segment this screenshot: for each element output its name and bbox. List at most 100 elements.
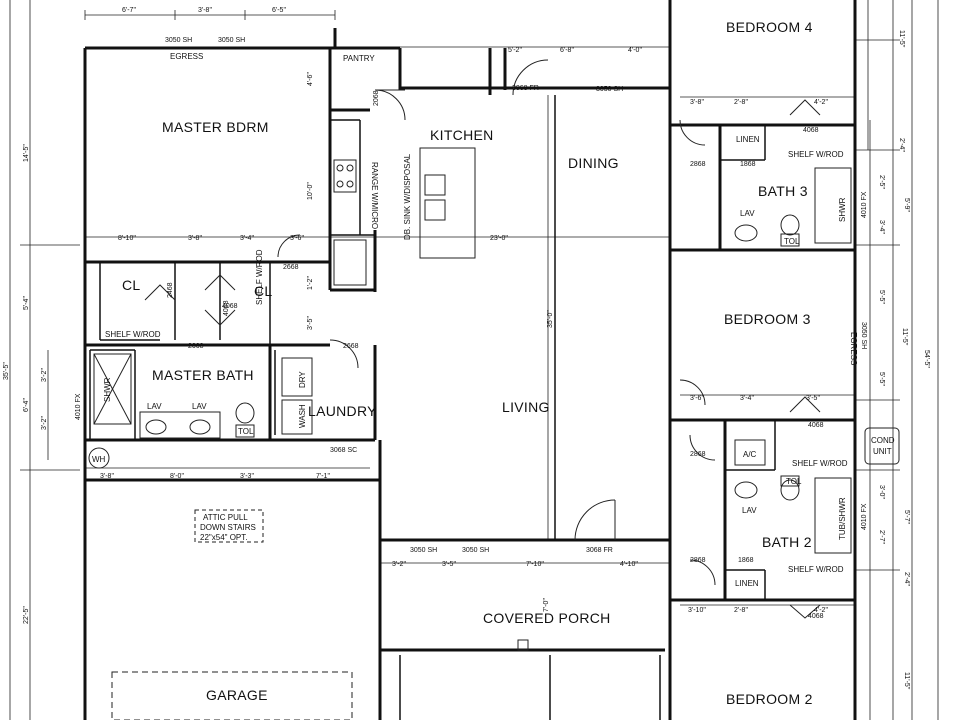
door-code: 3068 SC (330, 447, 357, 454)
room-master-bdrm: MASTER BDRM (162, 119, 269, 135)
window-code: 4010 FX (75, 393, 82, 420)
dimension: 3'-8" (690, 99, 704, 106)
dimension: 35'-0" (547, 310, 554, 328)
dryer-icon (281, 357, 313, 397)
dimension: 3'-8" (188, 235, 202, 242)
toilet-icon (235, 402, 255, 424)
label-cond: COND (871, 436, 895, 445)
room-labels: MASTER BDRM KITCHEN DINING LIVING MASTER… (122, 19, 813, 707)
label-dry: DRY (298, 371, 307, 388)
label-shelf-rod: SHELF W/ROD (255, 249, 264, 305)
window-code: 3050 SH (165, 37, 192, 44)
window-code: 3050 SH (218, 37, 245, 44)
closet-door-icon (144, 284, 176, 301)
door-code: 2668 (343, 343, 359, 350)
label-egress: EGRESS (849, 332, 858, 365)
dimension: 3'-0" (878, 485, 885, 499)
door-code: 1868 (738, 557, 754, 564)
kitchen-island (419, 147, 476, 259)
dimension: 10'-0" (307, 182, 314, 200)
label-shwr: SHWR (103, 377, 112, 402)
water-heater-icon (88, 447, 110, 469)
room-covered-porch: COVERED PORCH (483, 610, 611, 626)
dimension: 3'-2" (392, 561, 406, 568)
dimension: 11'-5" (901, 328, 908, 346)
dimension-lines (9, 0, 939, 720)
dimension: 8'-0" (170, 473, 184, 480)
label-egress: EGRESS (170, 52, 203, 61)
label-pantry: PANTRY (343, 54, 375, 63)
window-code: 3050 SH (860, 322, 867, 349)
label-unit: UNIT (873, 447, 892, 456)
label-lav: LAV (742, 506, 757, 515)
label-shwr: SHWR (838, 197, 847, 222)
doors (144, 59, 821, 619)
dimension: 14'-5" (23, 144, 30, 162)
dimension: 22'-5" (23, 606, 30, 624)
dimension: 6'-5" (272, 7, 286, 14)
walls (83, 0, 857, 720)
room-bedroom-2: BEDROOM 2 (726, 691, 813, 707)
dimension: 4'-0" (628, 47, 642, 54)
label-shelf-rod: SHELF W/ROD (792, 459, 848, 468)
window-code: 4010 FX (861, 191, 868, 218)
door-code: 2668 (188, 343, 204, 350)
dimension: 6'-8" (560, 47, 574, 54)
door-code: 4068 (222, 303, 238, 310)
bedroom3-closet-door-icon (789, 396, 821, 413)
dimension: 8'-10" (118, 235, 136, 242)
room-garage: GARAGE (206, 687, 268, 703)
dimension: 3'-10" (688, 607, 706, 614)
dimension: 3'-4" (740, 395, 754, 402)
dimension: 2'-8" (734, 99, 748, 106)
lav-icon (734, 481, 758, 499)
window-code: 3050 SH (462, 547, 489, 554)
fridge-icon (333, 239, 367, 286)
tub-shower-icon (814, 477, 852, 554)
window-code: 4010 FX (861, 503, 868, 530)
label-tub-shwr: TUB/SHWR (838, 497, 847, 540)
room-closet-2: CL (254, 283, 273, 299)
bedroom3-door-icon (679, 379, 706, 406)
dimension: 3'-5" (806, 395, 820, 402)
label-linen: LINEN (735, 579, 759, 588)
door-code: 4068 (808, 422, 824, 429)
dimension: 3'-4" (878, 220, 885, 234)
bedroom2-closet-door-icon (789, 604, 821, 619)
dimension: 2'-5" (878, 175, 885, 189)
dimension: 5'-7" (903, 510, 910, 524)
garage-door-icon (111, 671, 353, 720)
dimension: 3'-2" (41, 416, 48, 430)
bedroom4-door-icon (679, 119, 706, 146)
item-labels: PANTRY EGRESS EGRESS LINEN LINEN SHELF W… (92, 52, 895, 588)
dimension: 3'-6" (290, 235, 304, 242)
dimension: 3'-5" (442, 561, 456, 568)
room-bath-2: BATH 2 (762, 534, 812, 550)
dimension: 5'-9" (903, 198, 910, 212)
sink-basin-2 (424, 199, 446, 221)
bath3-shower-icon (814, 167, 852, 244)
dimension: 3'-4" (240, 235, 254, 242)
label-linen: LINEN (736, 135, 760, 144)
dimension: 23'-0" (490, 235, 508, 242)
dimension: 7'-10" (526, 561, 544, 568)
room-master-bath: MASTER BATH (152, 367, 254, 383)
label-wash: WASH (298, 404, 307, 428)
range-icon (333, 159, 357, 193)
window-code: 3050 SH (410, 547, 437, 554)
dimension: 4'-10" (620, 561, 638, 568)
door-code: 2468 (167, 282, 174, 298)
label-attic-2: DOWN STAIRS (200, 523, 256, 532)
dimension: 5'-5" (878, 372, 885, 386)
dimension: 3'-5" (307, 316, 314, 330)
lav-icon (145, 419, 167, 435)
dimension: 3'-8" (100, 473, 114, 480)
porch-post-icon (517, 639, 529, 651)
dining-door-icon (512, 59, 549, 96)
door-code: 3068 FR (586, 547, 613, 554)
dimension: 3'-6" (690, 395, 704, 402)
dimension: 3'-3" (240, 473, 254, 480)
label-shelf-rod: SHELF W/ROD (788, 565, 844, 574)
fixtures (88, 147, 900, 720)
label-tol: TOL (786, 477, 802, 486)
